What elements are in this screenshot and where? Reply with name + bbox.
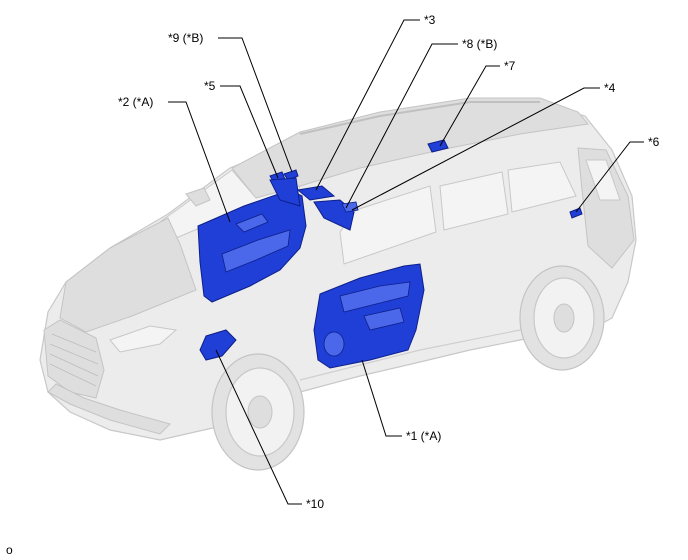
front-wheel — [211, 353, 305, 471]
part-3-panel — [269, 177, 336, 207]
leader-3 — [315, 19, 420, 191]
callout-labels: *9 (*B) *3 *8 (*B) *7 *5 *4 *2 (*A) *6 *… — [6, 13, 660, 557]
label-3: *3 — [424, 13, 436, 27]
label-1: *1 (*A) — [406, 429, 441, 443]
leader-2 — [168, 101, 231, 223]
label-2: *2 (*A) — [118, 95, 153, 109]
part-7 — [427, 139, 449, 153]
part-2-door-trim — [197, 189, 307, 303]
leader-9 — [218, 37, 293, 173]
label-6: *6 — [648, 135, 660, 149]
part-6 — [569, 207, 583, 219]
part-10 — [199, 329, 237, 361]
vehicle-body — [39, 97, 637, 441]
leader-1 — [361, 359, 402, 437]
leader-8 — [345, 43, 458, 209]
leader-6 — [575, 141, 644, 213]
grille-pattern — [49, 333, 99, 387]
leader-10 — [215, 349, 302, 505]
leader-lines — [168, 19, 644, 505]
label-10: *10 — [306, 497, 324, 511]
leader-4 — [351, 87, 600, 211]
label-5: *5 — [204, 79, 216, 93]
label-4: *4 — [604, 81, 616, 95]
part-1-door-trim — [313, 263, 425, 369]
label-9: *9 (*B) — [168, 31, 203, 45]
leader-7 — [439, 65, 500, 147]
leader-5 — [220, 85, 279, 179]
corner-mark: o — [6, 543, 13, 557]
rear-wheel — [519, 265, 605, 371]
label-8: *8 (*B) — [462, 37, 497, 51]
label-7: *7 — [504, 59, 516, 73]
